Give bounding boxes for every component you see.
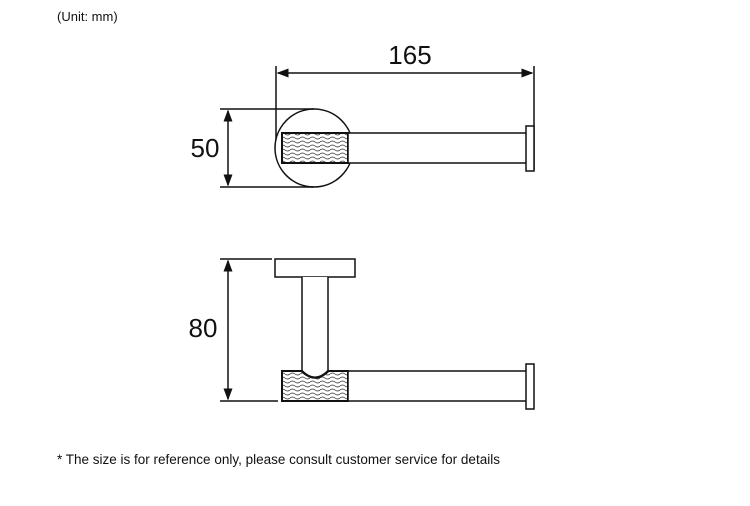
- length-label: 165: [388, 40, 431, 70]
- diameter-label: 50: [191, 133, 220, 163]
- holder-arm: [347, 132, 528, 164]
- disclaimer-note: * The size is for reference only, please…: [57, 452, 500, 467]
- wall-plate: [274, 258, 356, 278]
- holder-arm: [347, 370, 528, 402]
- unit-label: (Unit: mm): [57, 9, 118, 24]
- side-view: [220, 258, 535, 410]
- stem: [301, 277, 329, 379]
- height-label: 80: [189, 313, 218, 343]
- end-cap: [525, 363, 535, 410]
- knurled-collar: [281, 132, 349, 164]
- end-cap: [525, 125, 535, 172]
- top-view: [220, 66, 535, 188]
